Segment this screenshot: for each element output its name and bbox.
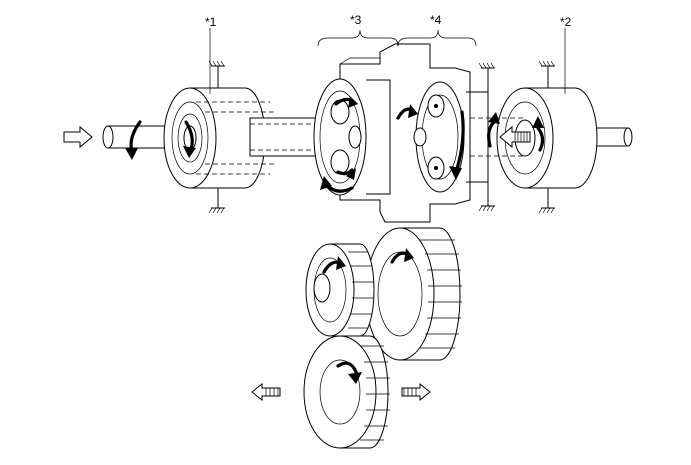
differential-ring-gear (303, 335, 390, 449)
label-brake-1: *1 (205, 15, 217, 29)
planetary-gear-set-4 (413, 62, 495, 212)
planetary-gear-set-3 (313, 78, 391, 196)
label-planetary-3: *3 (350, 13, 362, 27)
input-arrow-icon (63, 125, 93, 149)
group-brackets (317, 29, 477, 47)
label-planetary-4: *4 (430, 13, 442, 27)
output-left-arrow-icon (251, 382, 281, 402)
leader-lines (209, 28, 566, 94)
counter-drive-gear (365, 227, 462, 361)
label-brake-2: *2 (560, 15, 572, 29)
rotation-arrows (125, 96, 545, 384)
counter-driven-gear (305, 243, 375, 337)
reaction-arrow-icon (499, 125, 531, 149)
output-right-arrow-icon (401, 382, 431, 402)
brake-1 (163, 60, 275, 214)
